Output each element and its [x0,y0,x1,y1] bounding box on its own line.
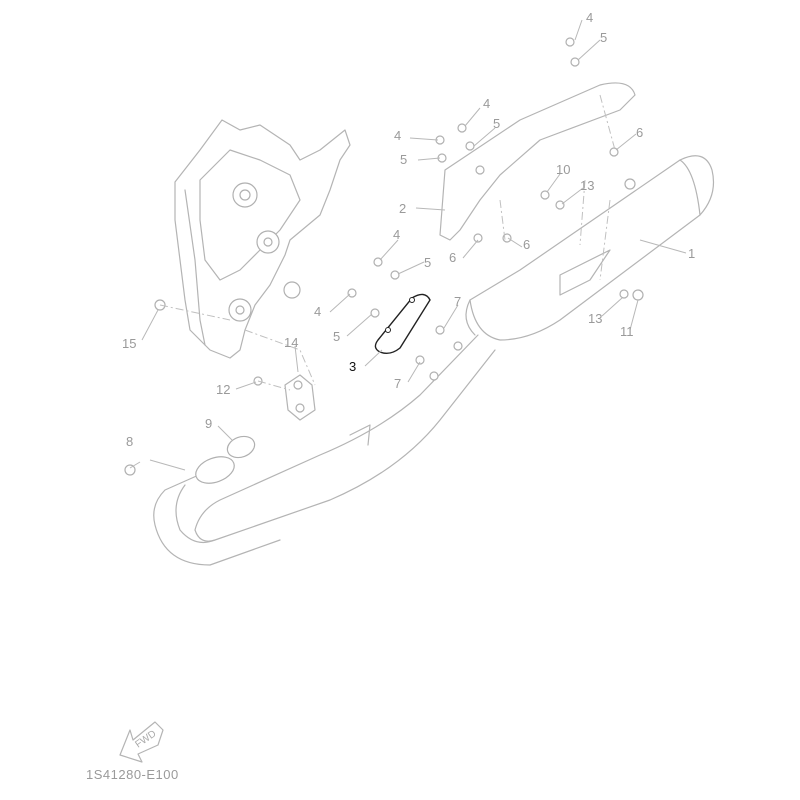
callout-3: 3 [349,359,356,374]
fwd-arrow-icon: FWD [119,721,164,763]
callout-5: 5 [333,329,340,344]
callout-5: 5 [493,116,500,131]
callout-12: 12 [216,382,230,397]
callout-1: 1 [688,246,695,261]
callout-5: 5 [400,152,407,167]
part-3-protector [374,293,431,355]
diagram-code: 1S41280-E100 [86,767,179,782]
callout-13: 13 [580,178,594,193]
callout-6: 6 [449,250,456,265]
heat-shield [439,82,636,241]
callout-9: 9 [205,416,212,431]
exhaust-pipe [153,334,496,566]
callout-4: 4 [393,227,400,242]
callout-8: 8 [126,434,133,449]
callout-2: 2 [399,201,406,216]
callout-7: 7 [394,376,401,391]
bracket-14 [284,374,316,421]
callout-4: 4 [314,304,321,319]
callout-6: 6 [523,237,530,252]
callout-6: 6 [636,125,643,140]
leader-lines [129,19,687,471]
callout-13: 13 [588,311,602,326]
callout-4: 4 [586,10,593,25]
muffler [465,155,715,341]
callout-14: 14 [284,335,298,350]
callout-11: 11 [620,324,634,339]
callout-4: 4 [483,96,490,111]
callout-5: 5 [600,30,607,45]
frame-bracket [174,119,351,359]
callout-15: 15 [122,336,136,351]
fasteners [124,37,644,476]
callout-7: 7 [454,294,461,309]
callout-5: 5 [424,255,431,270]
callout-10: 10 [556,162,570,177]
callout-labels: 4 5 4 5 4 5 6 10 13 2 6 6 4 5 1 7 4 5 3 … [122,10,695,449]
callout-4: 4 [394,128,401,143]
